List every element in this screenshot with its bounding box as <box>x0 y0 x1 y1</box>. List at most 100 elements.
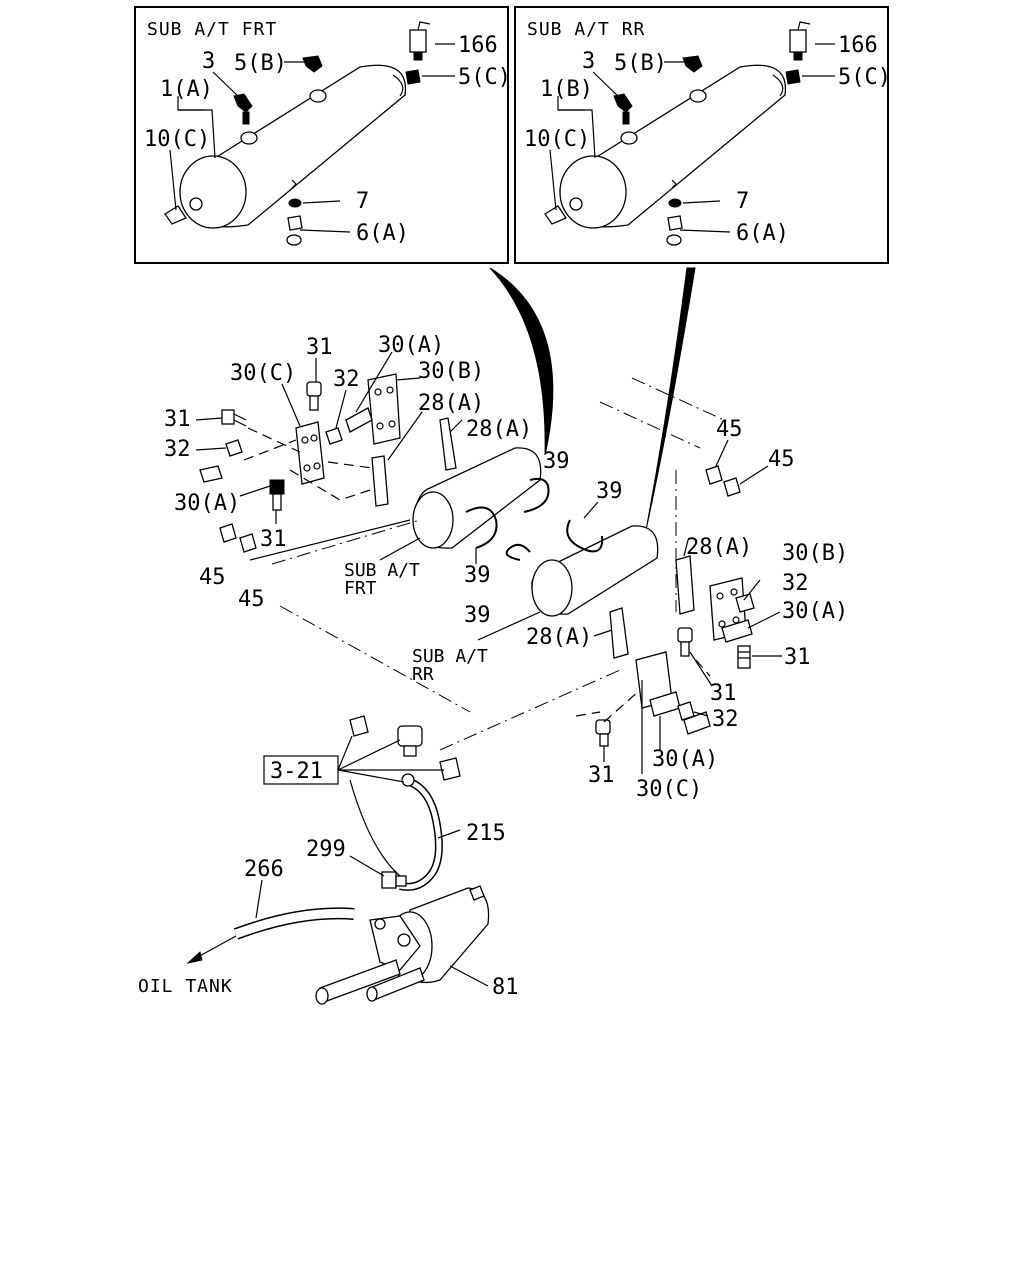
tank-front-main <box>412 447 542 549</box>
label-32: 32 <box>333 367 360 392</box>
strap-28a <box>675 555 695 615</box>
fitting-299-icon <box>381 871 407 889</box>
clip-7-icon <box>291 179 297 189</box>
label-39: 39 <box>543 449 570 474</box>
label-31: 31 <box>306 335 333 360</box>
label-30b: 30(B) <box>418 359 484 384</box>
label-166: 166 <box>458 33 498 58</box>
label-1a: 1(A) <box>160 77 213 102</box>
piping-assembly: 3-21 215 299 266 81 OIL TANK <box>138 715 519 1005</box>
valve-166-icon <box>789 21 811 61</box>
elbow-3-icon <box>233 93 253 125</box>
actuator-81 <box>315 885 490 1005</box>
inset-rear: SUB A/T RR <box>514 6 891 264</box>
label-5b: 5(B) <box>234 51 287 76</box>
valve-icon <box>397 725 423 757</box>
nut-32-icon <box>225 439 243 457</box>
bolt-31-icon <box>269 479 285 511</box>
drain-plug-icon <box>544 197 583 225</box>
bracket-30a-small <box>721 619 753 643</box>
label-32: 32 <box>712 707 739 732</box>
label-28a: 28(A) <box>466 417 532 442</box>
label-30a: 30(A) <box>378 333 444 358</box>
right-bracket-assembly: 30(B) 32 30(A) 31 31 32 30(A) 31 30(C) <box>575 541 848 802</box>
label-30c: 30(C) <box>636 777 702 802</box>
callout-front-swoosh <box>489 267 554 456</box>
label-166: 166 <box>838 33 878 58</box>
drain-valve-6a-icon <box>286 215 303 246</box>
label-30a: 30(A) <box>174 491 240 516</box>
inset-rear-frame <box>514 6 889 264</box>
label-45: 45 <box>716 417 743 442</box>
label-32: 32 <box>164 437 191 462</box>
bolt-31-icon <box>677 627 693 657</box>
label-7: 7 <box>356 189 369 214</box>
boss-icon <box>240 131 258 145</box>
inset-rear-title: SUB A/T RR <box>527 19 645 40</box>
arrow-left-icon <box>186 951 203 964</box>
fitting-5c-icon <box>405 69 421 85</box>
tank-rear-label-2: RR <box>412 664 434 685</box>
nut-45-icon <box>219 523 237 543</box>
bracket-30a-small <box>345 407 373 433</box>
drain-plug-icon <box>164 197 203 225</box>
u-bolt-39 <box>465 506 498 549</box>
bolt-31-icon <box>595 719 611 747</box>
oil-tank-label: OIL TANK <box>138 976 233 997</box>
label-39: 39 <box>464 603 491 628</box>
label-3: 3 <box>202 49 215 74</box>
label-31: 31 <box>784 645 811 670</box>
clip-7-icon <box>671 179 677 189</box>
nut-45-icon <box>239 533 257 553</box>
bolt-31-icon <box>221 409 247 427</box>
boss-icon <box>620 131 638 145</box>
label-45: 45 <box>199 565 226 590</box>
bracket-30c <box>295 421 325 485</box>
left-bracket-assembly: 31 30(C) 32 30(A) 30(B) 28(A) 31 32 30(A… <box>164 333 570 612</box>
callout-rear-swoosh <box>645 267 696 531</box>
label-30a: 30(A) <box>652 747 718 772</box>
label-215: 215 <box>466 821 506 846</box>
tank-front-label-2: FRT <box>344 578 377 599</box>
sleeve-icon <box>349 715 369 737</box>
inset-front: SUB A/T FRT <box>134 6 511 264</box>
label-39: 39 <box>464 563 491 588</box>
inset-front-title: SUB A/T FRT <box>147 19 277 40</box>
valve-166-icon <box>409 21 431 61</box>
label-28a: 28(A) <box>686 535 752 560</box>
strap-28a <box>371 455 389 507</box>
bolt-icon <box>439 757 461 781</box>
drain-valve-6a-icon <box>666 215 683 246</box>
bolt-30a-icon <box>199 465 223 483</box>
label-31: 31 <box>260 527 287 552</box>
label-31: 31 <box>710 681 737 706</box>
label-28a: 28(A) <box>418 391 484 416</box>
label-3: 3 <box>582 49 595 74</box>
nut-45-icon <box>705 465 723 485</box>
washer-7-icon <box>288 198 302 208</box>
label-6a: 6(A) <box>356 221 409 246</box>
label-6a: 6(A) <box>736 221 789 246</box>
u-bolt-39 <box>505 543 531 561</box>
fitting-5c-icon <box>785 69 801 85</box>
label-30a: 30(A) <box>782 599 848 624</box>
label-1b: 1(B) <box>540 77 593 102</box>
label-81: 81 <box>492 975 519 1000</box>
strap-28a <box>609 607 629 659</box>
label-39: 39 <box>596 479 623 504</box>
tank-rear-label: SUB A/T <box>412 646 488 667</box>
label-31: 31 <box>164 407 191 432</box>
label-10c: 10(C) <box>524 127 590 152</box>
elbow-3-icon <box>613 93 633 125</box>
tank-rear-main <box>531 525 659 617</box>
bolt-31-icon <box>737 645 751 669</box>
nut-45-icon <box>723 477 741 497</box>
strap-28a-upper <box>439 417 457 471</box>
fitting-5b-icon <box>682 55 703 73</box>
tank-front-label: SUB A/T <box>344 560 420 581</box>
label-5b: 5(B) <box>614 51 667 76</box>
bolt-30a-icon <box>683 711 711 735</box>
fitting-5b-icon <box>302 55 323 73</box>
label-30b: 30(B) <box>782 541 848 566</box>
label-45: 45 <box>768 447 795 472</box>
